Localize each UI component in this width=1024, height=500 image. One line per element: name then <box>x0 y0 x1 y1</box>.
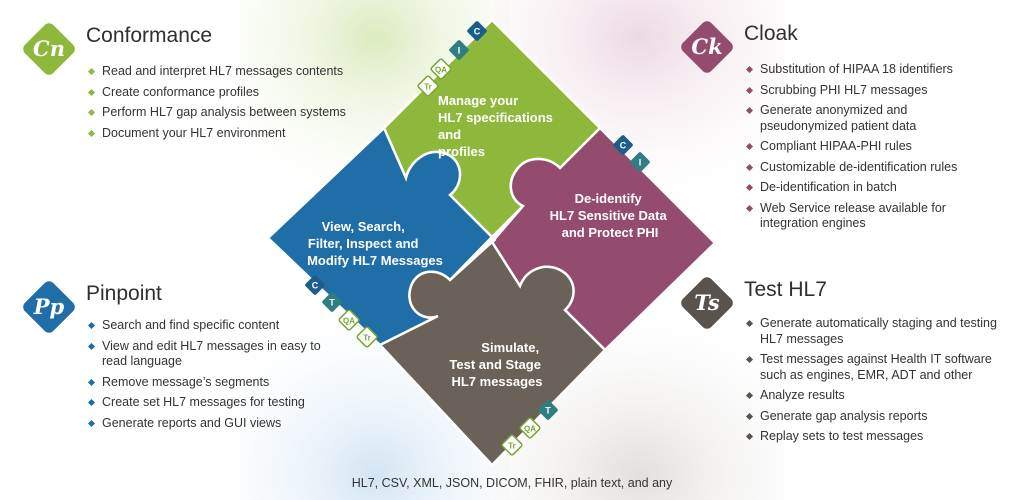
piece-text-deidentify: De-identify HL7 Sensitive Data and Prote… <box>550 191 671 240</box>
svg-text:C: C <box>620 141 627 151</box>
badge-t-left: T <box>322 292 342 312</box>
badges-left: C T QA Tr <box>305 275 378 348</box>
pinpoint-logo: Pp <box>20 278 78 336</box>
badges-right: C I <box>613 135 650 172</box>
badge-tr-left: Tr <box>356 326 378 348</box>
list-item: View and edit HL7 messages in easy to re… <box>87 339 328 370</box>
list-item: Create conformance profiles <box>87 85 388 101</box>
list-item: De-identification in batch <box>745 180 986 196</box>
list-item: Remove message’s segments <box>87 375 328 391</box>
list-item: Customizable de-identification rules <box>745 160 986 176</box>
badge-qa-left: QA <box>338 309 360 331</box>
svg-text:I: I <box>458 46 461 56</box>
conformance-title: Conformance <box>86 24 213 47</box>
list-item: Scrubbing PHI HL7 messages <box>745 83 986 99</box>
pinpoint-list: Search and find specific content View an… <box>87 318 328 436</box>
pinpoint-title: Pinpoint <box>86 282 162 305</box>
svg-text:Tr: Tr <box>363 334 371 343</box>
puzzle-piece-simulate <box>377 240 607 467</box>
badge-c-left: C <box>305 275 325 295</box>
badge-c-right: C <box>613 135 633 155</box>
badge-c-top: C <box>467 21 487 41</box>
piece-text-simulate: Simulate, Test and Stage HL7 messages <box>449 340 544 389</box>
list-item: Create set HL7 messages for testing <box>87 395 328 411</box>
badge-i-top: I <box>449 40 469 60</box>
list-item: Generate reports and GUI views <box>87 416 328 432</box>
test-hl7-logo: Ts <box>678 274 736 332</box>
cloak-title: Cloak <box>744 22 798 45</box>
badges-top: Tr QA I C <box>417 21 487 97</box>
svg-text:T: T <box>545 406 551 416</box>
list-item: Substitution of HIPAA 18 identifiers <box>745 62 986 78</box>
list-item: Analyze results <box>745 388 1016 404</box>
piece-text-manage: Manage your HL7 specifications and profi… <box>438 93 557 159</box>
list-item: Document your HL7 environment <box>87 126 388 142</box>
conformance-logo: Cn <box>20 20 78 78</box>
badge-t-bottom: T <box>538 400 558 420</box>
list-item: Generate anonymized and pseudonymized pa… <box>745 103 986 134</box>
badge-qa-bottom: QA <box>519 417 541 439</box>
conformance-list: Read and interpret HL7 messages contents… <box>87 64 388 146</box>
list-item: Read and interpret HL7 messages contents <box>87 64 388 80</box>
list-item: Web Service release available for integr… <box>745 201 986 232</box>
piece-text-view: View, Search, Filter, Inspect and Modify… <box>307 219 443 268</box>
svg-text:QA: QA <box>435 66 447 75</box>
badge-tr-bottom: Tr <box>501 434 523 456</box>
svg-text:C: C <box>474 27 481 37</box>
svg-text:QA: QA <box>524 425 536 434</box>
center-mark <box>487 235 497 245</box>
cloak-logo: Ck <box>678 18 736 76</box>
list-item: Test messages against Health IT software… <box>745 352 1016 383</box>
badge-i-right: I <box>630 152 650 172</box>
list-item: Generate gap analysis reports <box>745 409 1016 425</box>
list-item: Perform HL7 gap analysis between systems <box>87 105 388 121</box>
test-hl7-list: Generate automatically staging and testi… <box>745 316 1016 450</box>
list-item: Compliant HIPAA-PHI rules <box>745 139 986 155</box>
svg-text:QA: QA <box>343 317 355 326</box>
svg-text:T: T <box>329 298 335 308</box>
svg-text:Tr: Tr <box>424 83 432 92</box>
svg-text:Tr: Tr <box>508 442 516 451</box>
svg-text:C: C <box>312 281 319 291</box>
badge-qa-top: QA <box>430 58 452 80</box>
svg-text:I: I <box>639 158 642 168</box>
badge-tr-top: Tr <box>417 75 439 97</box>
supported-formats-text: HL7, CSV, XML, JSON, DICOM, FHIR, plain … <box>351 476 673 490</box>
badges-bottom: Tr QA T <box>501 400 558 456</box>
test-hl7-title: Test HL7 <box>744 278 827 301</box>
list-item: Search and find specific content <box>87 318 328 334</box>
cloak-list: Substitution of HIPAA 18 identifiers Scr… <box>745 62 986 237</box>
list-item: Generate automatically staging and testi… <box>745 316 1016 347</box>
list-item: Replay sets to test messages <box>745 429 1016 445</box>
